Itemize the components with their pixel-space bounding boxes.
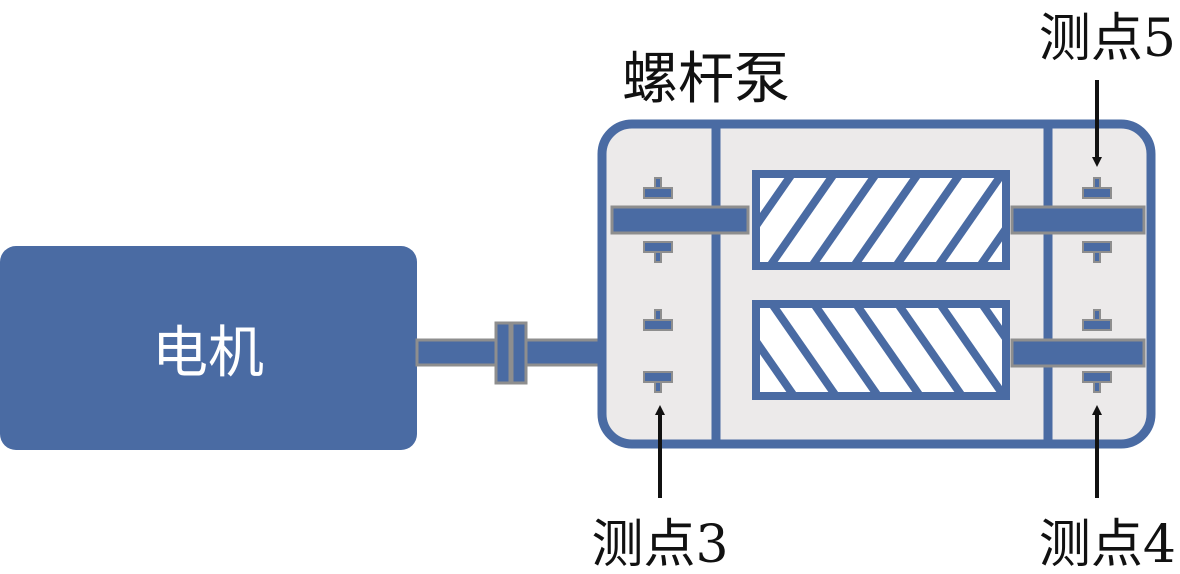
- top-shaft-left: [610, 205, 750, 235]
- point3-label: 测点3: [591, 515, 728, 574]
- screw-pump: [597, 119, 1156, 449]
- bearing-bottom-right: [1082, 309, 1112, 393]
- bearing-top-right: [1082, 177, 1112, 263]
- point5-label: 测点5: [1039, 9, 1176, 69]
- coupling-left-half: [494, 321, 512, 385]
- shaft-coupling: [494, 321, 528, 385]
- top-screw-rotor: [752, 170, 1010, 270]
- bottom-screw-rotor: [752, 300, 1010, 400]
- motor-body: [0, 246, 417, 450]
- motor-label: 电机: [152, 321, 264, 386]
- coupling-right-half: [510, 321, 528, 385]
- motor: 电机: [0, 246, 417, 450]
- point4-label: 测点4: [1039, 515, 1176, 574]
- bottom-shaft-right: [1010, 338, 1146, 368]
- bearing-bottom-left: [643, 309, 673, 393]
- pump-label: 螺杆泵: [622, 47, 790, 112]
- drive-shaft-left: [415, 338, 503, 367]
- bearing-top-left: [643, 177, 673, 263]
- top-shaft-right: [1010, 205, 1146, 235]
